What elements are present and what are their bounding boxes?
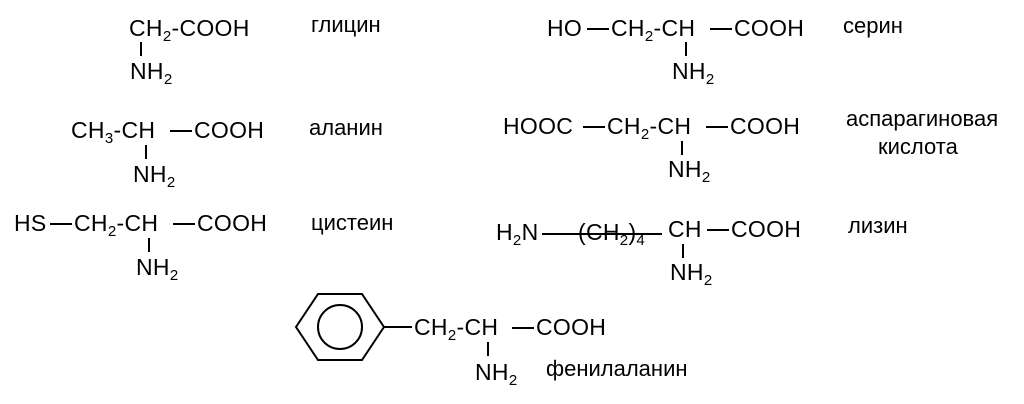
aspartic-bond-n [681, 141, 683, 155]
aspartic-ch2: CH [607, 113, 641, 139]
lysine-ch: CH [668, 216, 702, 242]
serine-bond-2 [710, 28, 732, 30]
alanine-nh2: NH [133, 161, 167, 187]
serine-name: серин [843, 13, 903, 38]
alanine-ch3: CH [71, 117, 105, 143]
cysteine-ch2: CH [74, 210, 108, 236]
aspartic-name-line1: аспарагиновая [846, 106, 999, 131]
lysine-ch2: CH [585, 219, 620, 245]
lysine-nh2: NH [670, 259, 704, 285]
lysine-bond-1 [542, 233, 662, 235]
aspartic-bond-1 [583, 126, 605, 128]
cysteine-cooh: COOH [197, 210, 268, 236]
glycine-ch2: CH [129, 15, 163, 41]
alanine-name: аланин [309, 115, 383, 140]
serine-bond-1 [587, 28, 609, 30]
lysine-name: лизин [848, 213, 908, 238]
aspartic-name-line2: кислота [878, 134, 958, 159]
aspartic-bond-2 [706, 126, 728, 128]
aspartic-hooc: HOOC [503, 113, 574, 139]
phenylalanine-nh2: NH [475, 359, 509, 385]
alanine-bond-n [145, 145, 147, 159]
glycine-nh2: NH [130, 58, 164, 84]
phenylalanine-bond-n [487, 342, 489, 356]
lysine-h: H [496, 219, 513, 245]
serine-ch2: CH [611, 15, 645, 41]
lysine-n: N [521, 219, 539, 245]
lysine-ch2-group: (CH2)4 [578, 219, 646, 249]
serine-bond-n [685, 42, 687, 56]
lysine-cooh: COOH [731, 216, 802, 242]
glycine-bond-n [140, 42, 142, 56]
phenylalanine-ch2: CH [414, 314, 448, 340]
cysteine-bond-n [148, 238, 150, 252]
cysteine-bond-2 [173, 223, 195, 225]
phenylalanine-cooh: COOH [536, 314, 607, 340]
serine-nh2: NH [672, 58, 706, 84]
cysteine-ch: CH [124, 210, 159, 236]
serine-cooh: COOH [734, 15, 805, 41]
alanine-bond-c [170, 130, 192, 132]
cysteine-hs: HS [14, 210, 47, 236]
phenylalanine-ch: CH [464, 314, 499, 340]
lysine-bond-n [682, 244, 684, 258]
aspartic-nh2: NH [668, 156, 702, 182]
serine-ho: HO [547, 15, 583, 41]
phenylalanine-bond-c [512, 327, 534, 329]
serine-ch: CH [661, 15, 696, 41]
cysteine-bond-1 [50, 223, 72, 225]
aspartic-ch: CH [657, 113, 692, 139]
lysine-bond-2 [707, 229, 729, 231]
alanine-ch: CH [121, 117, 156, 143]
aspartic-cooh: COOH [730, 113, 801, 139]
alanine-cooh: COOH [194, 117, 265, 143]
glycine-name: глицин [311, 12, 381, 37]
cysteine-nh2: NH [136, 254, 170, 280]
cysteine-name: цистеин [311, 210, 394, 235]
glycine-cooh: COOH [179, 15, 250, 41]
phenylalanine-name: фенилаланин [546, 356, 688, 381]
